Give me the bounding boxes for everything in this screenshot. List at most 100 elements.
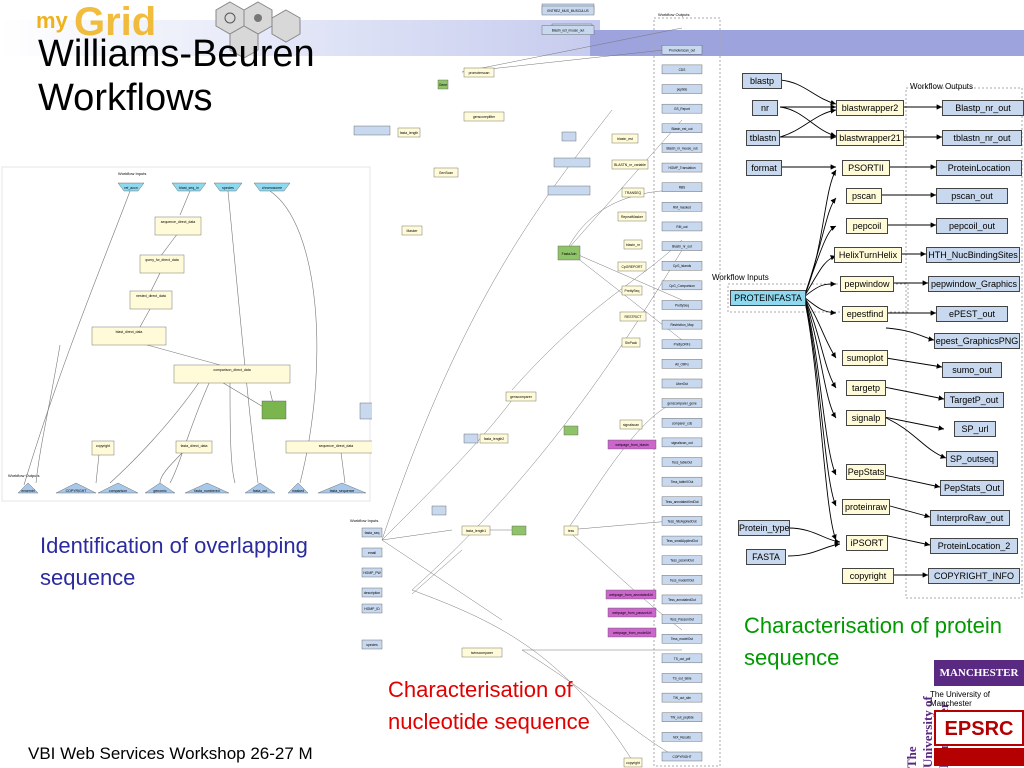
nucleotide-output-box <box>541 5 595 16</box>
nucleotide-processor: webpage_from_passonUrl <box>612 611 652 615</box>
nucleotide-output: Restriction_Map <box>670 323 693 327</box>
nucleotide-output: Blastn_nr_out <box>672 245 692 249</box>
nucleotide-output: Tess_smallAppliedOut <box>666 539 698 543</box>
nucleotide-processor: fasta_length <box>400 131 419 135</box>
protein-input: FASTA <box>746 549 786 565</box>
protein-processor: pepcoil <box>846 218 888 234</box>
nucleotide-processor: RepeatMasker <box>621 215 644 219</box>
protein-output: pscan_out <box>936 188 1008 204</box>
nucleotide-output: Tess_pssxmlOut <box>670 559 693 563</box>
protein-outputs-label: Workflow Outputs <box>910 82 973 91</box>
nucleotide-processor: CpGREPORT <box>621 265 642 269</box>
nucleotide-output-box <box>661 64 703 75</box>
protein-input: blastp <box>742 73 782 89</box>
protein-processor: iPSORT <box>846 535 888 551</box>
nucleotide-output: CpG_islands <box>673 264 692 268</box>
nucleotide-processor: blastn_nr <box>626 243 641 247</box>
nucleotide-output: Blastn_nr_mouse_out <box>666 146 697 150</box>
nucleotide-processor: Gene <box>439 83 447 87</box>
nucleotide-output: TS_out_table <box>673 676 692 680</box>
protein-input: format <box>746 160 782 176</box>
nucleotide-output-box <box>661 359 703 369</box>
nucleotide-input: species <box>366 643 378 647</box>
protein-output: COPYRIGHT_INFO <box>928 568 1020 584</box>
overlap-processor: sequence_direct_data <box>319 444 353 448</box>
nucleotide-processor: FastaJoin <box>562 252 577 256</box>
nucleotide-output-box <box>661 516 703 526</box>
protein-output: sumo_out <box>942 362 1002 378</box>
nucleotide-output: RM_masked <box>673 205 691 209</box>
protein-output: Blastp_nr_out <box>942 100 1024 116</box>
protein-processor: PepStats <box>846 464 886 480</box>
caption-protein: Characterisation of protein sequence <box>744 613 1003 670</box>
overlap-input: ref_accn <box>124 186 137 190</box>
overlap-inputs-label: Workflow Inputs <box>118 171 146 176</box>
nucleotide-output: comparer_cds <box>672 421 693 425</box>
nucleotide-processor: genscoreplifter <box>473 115 496 119</box>
overlap-input: blast_seq_in <box>179 186 199 190</box>
protein-input: nr <box>752 100 778 116</box>
overlap-output: genomic <box>153 489 166 493</box>
nucleotide-output-box <box>661 712 703 722</box>
overlap-output: ensembl <box>21 489 34 493</box>
caption-overlap: Identification of overlapping sequence <box>40 533 308 590</box>
caption-nucleotide: Characterisation of nucleotide sequence <box>388 677 590 734</box>
nucleotide-output: HGMP_Translation <box>669 166 696 170</box>
nucleotide-output: COPYRIGHT <box>673 755 692 759</box>
nucleotide-output-box <box>661 594 703 605</box>
protein-processor: pscan <box>846 188 882 204</box>
nucleotide-processor: RESTRICT <box>625 315 642 319</box>
nucleotide-output-box <box>661 182 703 192</box>
nucleotide-processor: Masker <box>406 229 418 233</box>
protein-output: ProteinLocation <box>936 160 1022 176</box>
overlap-output: COPYRIGHT <box>66 489 88 493</box>
nucleotide-output-box <box>661 378 703 389</box>
protein-output: ProteinLocation_2 <box>930 538 1018 554</box>
nucleotide-output-box <box>661 673 703 683</box>
protein-input: tblastn <box>746 130 780 146</box>
mygrid-logo-my: my <box>36 8 68 33</box>
page-title: Williams-Beuren Workflows <box>38 33 315 119</box>
overlap-output: fasta_numbered <box>194 489 219 493</box>
nucleotide-output-box <box>661 162 703 173</box>
overlap-processor: query_fw_direct_data <box>145 258 179 262</box>
overlap-processor: copyright <box>96 444 110 448</box>
nucleotide-processor: signalscan <box>623 423 639 427</box>
nucleotide-output: ENTREZ_MUS_MUSCULUS <box>547 9 588 13</box>
protein-output: SP_outseq <box>946 451 998 467</box>
nucleotide-output: TW_out_peptide <box>670 716 694 720</box>
nucleotide-output: Tess_modelOut <box>671 637 693 641</box>
protein-output: tblastn_nr_out <box>942 130 1022 146</box>
overlap-processor: comparison_direct_data <box>213 368 250 372</box>
nucleotide-output-box <box>661 123 703 133</box>
nucleotide-processor: tess <box>568 529 575 533</box>
nucleotide-input: HGMP_PW <box>363 571 381 575</box>
nucleotide-output: genscomparer_gene <box>667 402 696 406</box>
nucleotide-output: signalscan_out <box>671 441 692 445</box>
nucleotide-output-box <box>661 457 703 467</box>
nucleotide-input: description <box>364 591 381 595</box>
nucleotide-output-box <box>661 575 703 585</box>
nucleotide-output: UberOut <box>676 382 688 386</box>
nucleotide-output-box <box>661 339 703 349</box>
nucleotide-output-box <box>661 476 703 487</box>
protein-processor: proteinraw <box>842 499 890 515</box>
nucleotide-output: Tess_modelXOut <box>670 578 694 582</box>
nucleotide-processor: PrettySeq <box>625 289 640 293</box>
nucleotide-output-box <box>661 143 703 153</box>
footer-text: VBI Web Services Workshop 26-27 M <box>28 744 313 763</box>
nucleotide-inputs-label: Workflow Inputs <box>350 518 378 523</box>
nucleotide-output-box <box>661 103 703 114</box>
mygrid-logo-grid: Grid <box>74 0 157 44</box>
nucleotide-processor: twinscomparer <box>471 651 494 655</box>
overlap-processor: nested_direct_data <box>136 294 166 298</box>
protein-processor: sumoplot <box>842 350 888 366</box>
nucleotide-output: Tess_hitsAppliedOut <box>667 519 696 523</box>
protein-processor: signalp <box>846 410 886 426</box>
nucleotide-output: CpG_Comparison <box>669 284 695 288</box>
protein-input: Protein_type <box>738 520 790 536</box>
nucleotide-output: Blastn_est_out <box>671 127 692 131</box>
protein-output: HTH_NucBindingSites <box>926 247 1020 263</box>
nucleotide-output: Tess_annotatedXmlOut <box>665 500 698 504</box>
nucleotide-output: Tess_annotatedOut <box>668 598 696 602</box>
